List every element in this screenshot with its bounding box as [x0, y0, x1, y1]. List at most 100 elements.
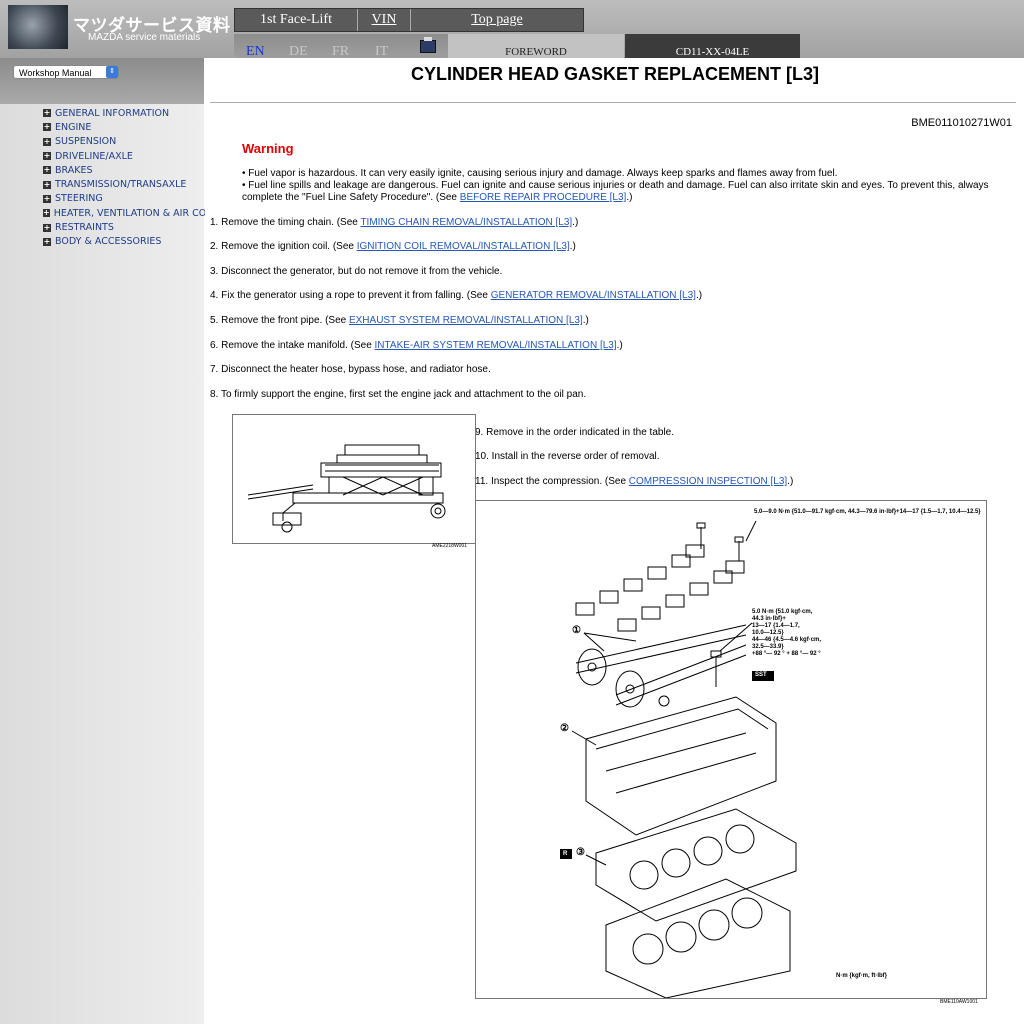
- step-6: 6. Remove the intake manifold. (See INTA…: [210, 340, 623, 351]
- exhaust-system-link[interactable]: EXHAUST SYSTEM REMOVAL/INSTALLATION [L3]: [348, 315, 583, 326]
- lang-de-link[interactable]: DE: [289, 44, 308, 59]
- mazda-logo-image: [8, 5, 68, 49]
- sidebar-item-engine[interactable]: + ENGINE: [43, 120, 213, 134]
- step-text: 4. Fix the generator using a rope to pre…: [210, 290, 491, 301]
- warning-text-1: • Fuel vapor is hazardous. It can very e…: [242, 168, 838, 179]
- sidebar-item-hvac[interactable]: +HEATER, VENTILATION & AIR CONDITIONING: [43, 206, 205, 220]
- step-text: 1. Remove the timing chain. (See: [210, 217, 361, 228]
- step-text: 6. Remove the intake manifold. (See: [210, 340, 375, 351]
- step-text: 7. Disconnect the heater hose, bypass ho…: [210, 364, 491, 375]
- lang-en-link[interactable]: EN: [246, 44, 265, 59]
- expand-plus-icon[interactable]: +: [43, 165, 51, 175]
- lang-fr-link[interactable]: FR: [332, 44, 350, 59]
- lang-it-link[interactable]: IT: [375, 44, 389, 59]
- expand-plus-icon[interactable]: +: [43, 193, 51, 203]
- step-10: 10. Install in the reverse order of remo…: [475, 451, 660, 462]
- compression-inspection-link[interactable]: COMPRESSION INSPECTION [L3]: [628, 476, 788, 487]
- sidebar-item-restraints[interactable]: + RESTRAINTS: [43, 220, 213, 234]
- sidebar-item-label: STEERING: [55, 193, 103, 205]
- sidebar-item-suspension[interactable]: + SUSPENSION: [43, 135, 213, 149]
- step-text: 2. Remove the ignition coil. (See: [210, 241, 357, 252]
- sidebar-item-steering[interactable]: + STEERING: [43, 192, 213, 206]
- expand-plus-icon[interactable]: +: [43, 136, 51, 146]
- step-text: 10. Install in the reverse order of remo…: [475, 451, 660, 462]
- step-text-end: .): [787, 476, 794, 487]
- expand-plus-icon[interactable]: +: [43, 179, 51, 189]
- vin-link[interactable]: VIN: [358, 9, 411, 31]
- step-5: 5. Remove the front pipe. (See EXHAUST S…: [210, 315, 589, 326]
- chevron-updown-icon: ⇕: [106, 66, 118, 78]
- expand-plus-icon[interactable]: +: [43, 208, 50, 218]
- sidebar-item-body-accessories[interactable]: + BODY & ACCESSORIES: [43, 235, 213, 249]
- step-text: 9. Remove in the order indicated in the …: [475, 427, 675, 438]
- before-repair-procedure-link[interactable]: BEFORE REPAIR PROCEDURE [L3]: [459, 192, 627, 203]
- sidebar-item-label: DRIVELINE/AXLE: [55, 150, 133, 162]
- header: マツダサービス資料 MAZDA service materials 1st Fa…: [0, 0, 1024, 59]
- torque-spec-middle: 5.0 N·m {51.0 kgf·cm, 44.3 in·lbf}+ 13—1…: [752, 609, 822, 657]
- units-label: N·m {kgf·m, ft·lbf}: [836, 973, 887, 979]
- sidebar-item-label: SUSPENSION: [55, 136, 117, 148]
- face-lift-label: 1st Face-Lift: [235, 9, 358, 31]
- manual-select[interactable]: Workshop Manual ⇕: [13, 65, 119, 79]
- step-text: 8. To firmly support the engine, first s…: [210, 389, 587, 400]
- expand-plus-icon[interactable]: +: [43, 151, 51, 161]
- step-text-end: .): [582, 315, 589, 326]
- doc-code-tab: CD11-XX-04LE: [625, 34, 800, 58]
- figure-1-caption: AME2218W001: [432, 543, 468, 549]
- step-7: 7. Disconnect the heater hose, bypass ho…: [210, 364, 491, 375]
- step-4: 4. Fix the generator using a rope to pre…: [210, 290, 702, 301]
- sidebar-item-brakes[interactable]: +BRAKES: [43, 163, 213, 177]
- step-11: 11. Inspect the compression. (See COMPRE…: [475, 476, 793, 487]
- sidebar-item-label: ENGINE: [55, 121, 92, 133]
- document-id: BME011010271W01: [911, 117, 1012, 129]
- title-divider: [210, 102, 1016, 103]
- engine-jack-figure: [232, 414, 476, 544]
- warning-heading: Warning: [242, 141, 294, 156]
- generator-link[interactable]: GENERATOR REMOVAL/INSTALLATION [L3]: [490, 290, 696, 301]
- step-1: 1. Remove the timing chain. (See TIMING …: [210, 217, 578, 228]
- expand-plus-icon[interactable]: +: [43, 236, 51, 246]
- sidebar-item-general-information[interactable]: + GENERAL INFORMATION: [43, 106, 213, 120]
- ignition-coil-link[interactable]: IGNITION COIL REMOVAL/INSTALLATION [L3]: [356, 241, 570, 252]
- sidebar-item-label: RESTRAINTS: [55, 222, 114, 234]
- page-title: CYLINDER HEAD GASKET REPLACEMENT [L3]: [410, 64, 819, 84]
- warning-text-2-body: • Fuel line spills and leakage are dange…: [242, 180, 989, 203]
- sidebar-item-label: BODY & ACCESSORIES: [55, 236, 162, 248]
- step-text-end: .): [695, 290, 703, 301]
- sidebar-item-label: HEATER, VENTILATION & AIR CONDITIONING: [53, 207, 205, 219]
- step-text: 5. Remove the front pipe. (See: [210, 315, 349, 326]
- timing-chain-link[interactable]: TIMING CHAIN REMOVAL/INSTALLATION [L3]: [360, 217, 573, 228]
- sidebar-item-transmission[interactable]: + TRANSMISSION/TRANSAXLE: [43, 177, 213, 191]
- top-nav-bar: 1st Face-Lift VIN Top page: [234, 8, 584, 32]
- expand-plus-icon[interactable]: +: [43, 108, 51, 118]
- callout-1: ①: [572, 625, 581, 636]
- r-mark: R: [563, 851, 568, 857]
- sidebar-item-label: GENERAL INFORMATION: [55, 107, 170, 119]
- torque-spec-top: 5.0—9.0 N·m {51.0—91.7 kgf·cm, 44.3—79.6…: [754, 509, 981, 515]
- step-3: 3. Disconnect the generator, but do not …: [210, 266, 502, 277]
- sidebar-item-label: TRANSMISSION/TRANSAXLE: [55, 179, 187, 191]
- sidebar: Workshop Manual ⇕ + GENERAL INFORMATION +…: [0, 58, 205, 1024]
- step-text-end: .): [569, 241, 576, 252]
- step-8: 8. To firmly support the engine, first s…: [210, 389, 586, 400]
- sidebar-item-driveline-axle[interactable]: + DRIVELINE/AXLE: [43, 149, 213, 163]
- step-9: 9. Remove in the order indicated in the …: [475, 427, 674, 438]
- engine-jack-illustration: [247, 444, 446, 533]
- warning-text-2-end: .): [626, 192, 633, 203]
- cylinder-head-exploded-figure: 5.0—9.0 N·m {51.0—91.7 kgf·cm, 44.3—79.6…: [475, 500, 987, 999]
- top-page-link[interactable]: Top page: [471, 12, 523, 27]
- manual-select-value: Workshop Manual: [19, 68, 92, 78]
- warning-text-2: • Fuel line spills and leakage are dange…: [242, 180, 1014, 204]
- sidebar-header: Workshop Manual ⇕: [0, 58, 204, 104]
- step-text: 11. Inspect the compression. (See: [475, 476, 629, 487]
- language-bar: EN DE FR IT: [234, 34, 448, 59]
- expand-plus-icon[interactable]: +: [43, 122, 51, 132]
- expand-plus-icon[interactable]: +: [43, 222, 51, 232]
- sst-label: SST: [755, 672, 767, 678]
- foreword-tab[interactable]: FOREWORD: [448, 34, 624, 58]
- logo-japanese-title: マツダサービス資料: [73, 16, 231, 36]
- step-text-end: .): [572, 217, 579, 228]
- intake-air-system-link[interactable]: INTAKE-AIR SYSTEM REMOVAL/INSTALLATION […: [374, 340, 617, 351]
- step-text-end: .): [616, 340, 623, 351]
- print-icon[interactable]: [420, 37, 436, 53]
